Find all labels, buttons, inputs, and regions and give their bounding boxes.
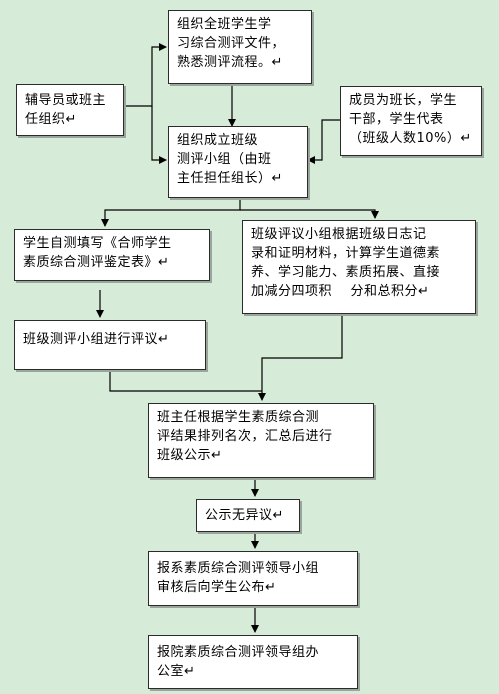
report-committee-box: 报系素质综合测评领导小组 审核后向学生公布↵ — [148, 551, 358, 606]
organize-docs-box: 组织全班学生学 习综合测评文件， 熟悉测评流程。↵ — [168, 10, 312, 84]
group-score-box: 班级评议小组根据班级日志记 录和证明材料，计算学生道德素 养、学习能力、素质拓展… — [242, 220, 476, 314]
report-office-box: 报院素质综合测评领导组办 公室↵ — [148, 635, 358, 689]
rank-publish-box: 班主任根据学生素质综合测 评结果排列名次，汇总后进行 班级公示↵ — [148, 403, 374, 478]
counselor-box: 辅导员或班主 任组织↵ — [16, 84, 124, 136]
group-review-box: 班级测评小组进行评议↵ — [14, 320, 206, 370]
form-group-box: 组织成立班级 测评小组（由班 主任担任组长）↵ — [168, 126, 308, 198]
no-objection-box: 公示无异议↵ — [196, 499, 300, 532]
members-box: 成员为班长，学生 干部，学生代表 （班级人数10%）↵ — [340, 86, 482, 156]
self-eval-box: 学生自测填写《合师学生 素质综合测评鉴定表》↵ — [14, 229, 210, 281]
